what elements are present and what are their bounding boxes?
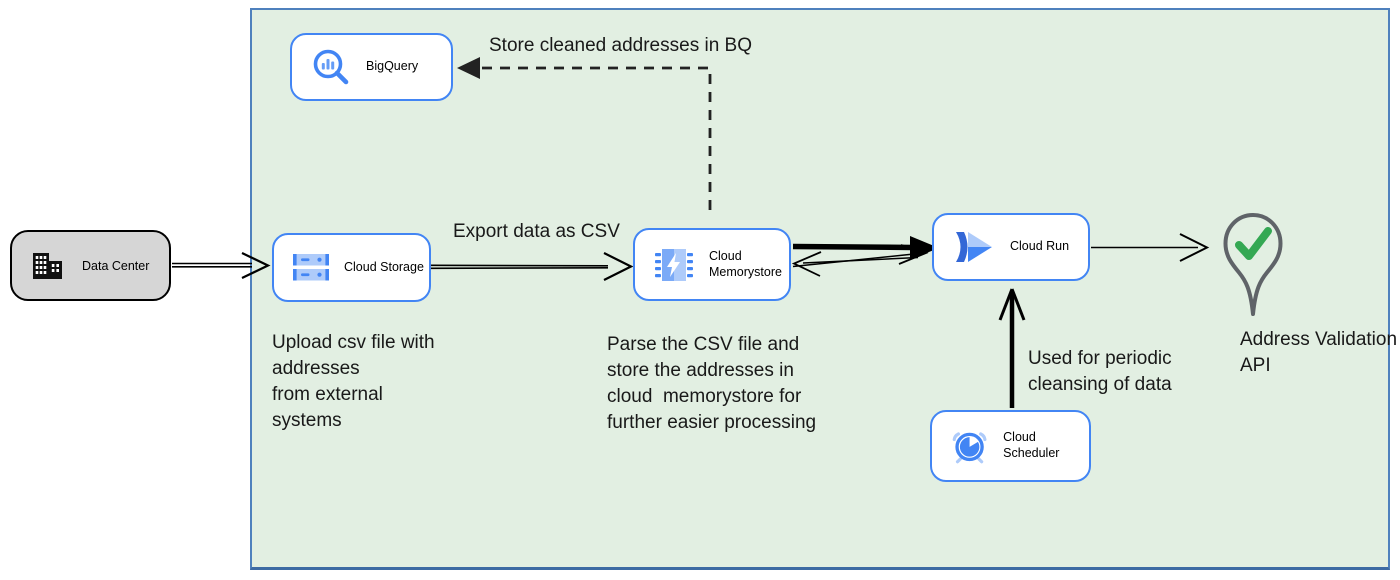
cloud-scheduler-icon xyxy=(952,432,987,464)
node-label: Cloud Scheduler xyxy=(1003,430,1060,460)
address-validation-pin[interactable] xyxy=(1220,210,1286,326)
node-cloud-run[interactable]: Cloud Run xyxy=(932,213,1090,281)
annotation-periodic: Used for periodic cleansing of data xyxy=(1028,348,1172,395)
node-cloud-memorystore[interactable]: Cloud Memorystore xyxy=(633,228,791,301)
cloud-run-icon xyxy=(956,232,992,262)
node-label: Data Center xyxy=(82,258,150,273)
node-bigquery[interactable]: BigQuery xyxy=(290,33,453,101)
annotation-store-bq: Store cleaned addresses in BQ xyxy=(489,35,752,56)
annotation-export-csv: Export data as CSV xyxy=(453,221,620,242)
building-icon xyxy=(33,252,62,279)
node-label: BigQuery xyxy=(366,59,419,74)
node-data-center[interactable]: Data Center xyxy=(10,230,171,301)
label-address-validation-api: Address Validation API xyxy=(1240,329,1398,376)
location-pin-check-icon xyxy=(1223,213,1283,316)
annotation-upload: Upload csv file with addresses from exte… xyxy=(272,332,435,431)
system-boundary xyxy=(250,8,1390,570)
node-cloud-scheduler[interactable]: Cloud Scheduler xyxy=(930,410,1091,482)
node-cloud-storage[interactable]: Cloud Storage xyxy=(272,233,431,302)
node-label: Cloud Run xyxy=(1010,239,1070,254)
bigquery-icon xyxy=(313,49,349,85)
memorystore-icon xyxy=(655,248,693,281)
cloud-storage-icon xyxy=(293,254,329,281)
annotation-parse: Parse the CSV file and store the address… xyxy=(607,334,817,433)
node-label: Cloud Memorystore xyxy=(709,248,782,279)
node-label: Cloud Storage xyxy=(344,259,424,274)
